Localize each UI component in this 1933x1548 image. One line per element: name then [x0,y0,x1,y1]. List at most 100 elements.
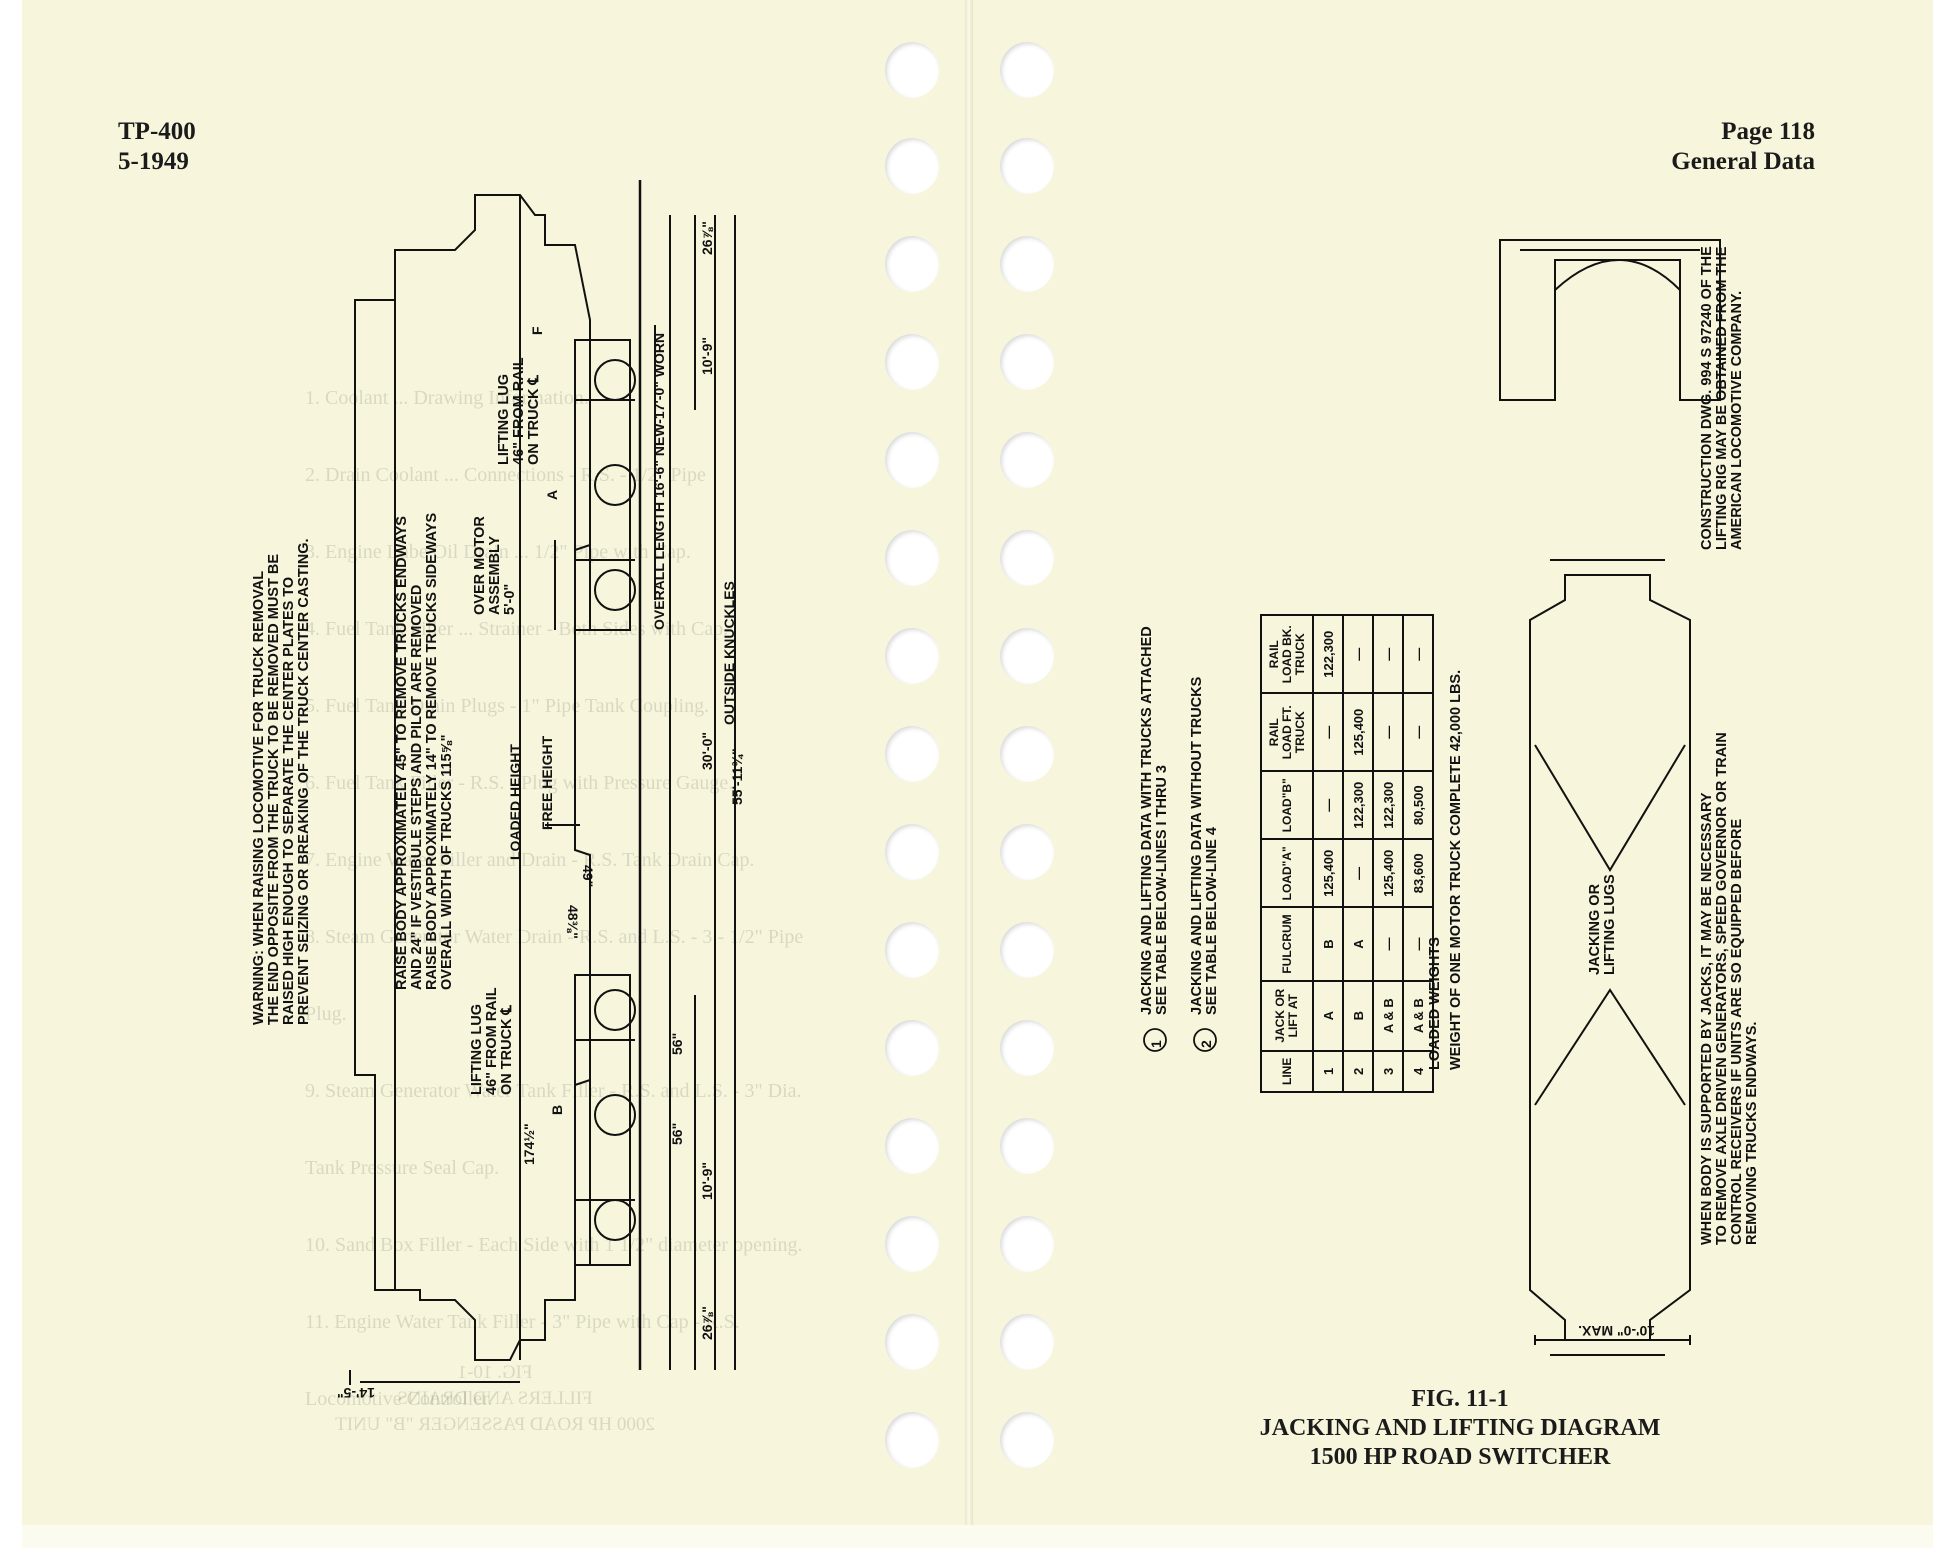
scan-edge [0,0,22,1548]
table-cell: 3 [1373,1050,1403,1092]
motor-assembly-label: OVER MOTOR ASSEMBLY 5'-0" [472,516,518,615]
section-title: General Data [1671,148,1815,175]
raise-body-note: RAISE BODY APPROXIMATELY 45" TO REMOVE T… [394,512,455,990]
table-header: FULCRUM [1261,907,1313,981]
note-2-text: JACKING AND LIFTING DATA WITHOUT TRUCKS … [1189,676,1220,1015]
table-cell: 2 [1343,1050,1373,1092]
table-row: 2 B A — 122,300 125,400 — [1343,615,1373,1092]
construction-drawing-note: CONSTRUCTION DWG. 994 S 97240 OF THE LIF… [1699,246,1745,550]
table-cell: A & B [1373,980,1403,1051]
binder-hole [885,1314,939,1370]
note-2-number: 2 [1198,1040,1214,1048]
dimension-48: 48⅜" [565,905,581,939]
dimension-10-9-bottom: 10'-9" [699,1162,715,1200]
binder-hole [885,1412,939,1468]
table-cell: 122,300 [1343,771,1373,840]
front-marker-f: F [529,326,545,335]
binder-hole [1000,42,1054,98]
binder-hole [885,138,939,194]
table-cell: A [1343,907,1373,981]
note-1-number: 1 [1148,1040,1164,1048]
document-number: TP-400 5-1949 [118,118,196,175]
loaded-height-label: LOADED HEIGHT [507,744,523,860]
table-cell: 125,400 [1373,839,1403,908]
dimension-174: 174½" [521,1123,537,1165]
dimension-49: 49" [580,865,596,888]
dimension-56-a: 56" [669,1032,685,1055]
table-row: 1 A B 125,400 — — 122,300 [1313,615,1343,1092]
locomotive-side-elevation [349,180,736,1385]
binder-hole [1000,922,1054,978]
lift-point-a: A [544,489,560,500]
binder-hole [885,530,939,586]
table-cell: 1 [1313,1050,1343,1092]
table-cell: B [1343,980,1373,1051]
note-1-text: JACKING AND LIFTING DATA WITH TRUCKS ATT… [1139,626,1170,1015]
outside-knuckles-label: OUTSIDE KNUCKLES [721,581,737,725]
table-header: RAIL LOAD FT. TRUCK [1261,693,1313,772]
table-cell: — [1313,771,1343,840]
manual-spread [22,0,1933,1525]
jacking-data-table: LINE JACK OR LIFT AT FULCRUM LOAD"A" LOA… [1260,614,1434,1093]
table-header: RAIL LOAD BK. TRUCK [1261,615,1313,694]
table-cell: 122,300 [1313,615,1343,694]
binder-hole [885,236,939,292]
binder-hole [1000,1216,1054,1272]
jack-support-note: WHEN BODY IS SUPPORTED BY JACKS, IT MAY … [1699,732,1760,1245]
table-header-row: LINE JACK OR LIFT AT FULCRUM LOAD"A" LOA… [1261,615,1313,1092]
figure-subtitle: 1500 HP ROAD SWITCHER [1309,1444,1611,1470]
page-gutter [965,0,973,1525]
dimension-14-5: 14'-5" [337,1385,375,1401]
binder-hole [1000,1314,1054,1370]
figure-number: FIG. 11-1 [1411,1386,1509,1412]
table-header: LOAD"A" [1261,839,1313,908]
binder-hole [1000,432,1054,488]
lifting-lug-label-upper: LIFTING LUG 46" FROM RAIL ON TRUCK ℄ [496,357,542,465]
table-cell: 125,400 [1313,839,1343,908]
document-date: 5-1949 [118,148,189,175]
binder-hole [1000,1020,1054,1076]
binder-hole [1000,1412,1054,1468]
binder-hole [1000,726,1054,782]
lifting-lug-label-lower: LIFTING LUG 46" FROM RAIL ON TRUCK ℄ [469,987,515,1095]
binder-hole [885,432,939,488]
dimension-56-b: 56" [669,1122,685,1145]
table-cell: — [1373,693,1403,772]
binder-hole [885,42,939,98]
binder-hole [885,334,939,390]
binder-hole [1000,1118,1054,1174]
overall-length-dimension: OVERALL LENGTH 16'-6" NEW-17'-0" WORN [651,332,667,630]
note-circles [1143,1028,1217,1052]
binder-hole [1000,236,1054,292]
binder-hole [885,726,939,782]
jacking-lugs-label: JACKING OR LIFTING LUGS [1587,874,1618,975]
binder-hole [885,1118,939,1174]
binder-hole [1000,334,1054,390]
lifting-rig-drawing [1499,239,1721,1356]
table-cell: 122,300 [1373,771,1403,840]
binder-hole [885,628,939,684]
dimension-26-top: 26⅞" [699,221,715,255]
loaded-weights-note: LOADED WEIGHTS WEIGHT OF ONE MOTOR TRUCK… [1427,669,1464,1070]
max-width-dimension: 10'-0" MAX. [1578,1323,1655,1339]
table-cell: A [1313,980,1343,1051]
binder-hole [1000,138,1054,194]
table-cell: 125,400 [1343,693,1373,772]
dimension-26-bottom: 26⅞" [699,1306,715,1340]
binder-hole [1000,628,1054,684]
table-header: LOAD"B" [1261,771,1313,840]
lift-point-b: B [549,1104,565,1115]
binder-hole [885,1216,939,1272]
free-height-label: FREE HEIGHT [539,735,555,830]
dimension-30-ft: 30'-0" [699,732,715,770]
table-cell: — [1313,693,1343,772]
binder-hole [885,1020,939,1076]
table-row: 3 A & B — 125,400 122,300 — — [1373,615,1403,1092]
table-cell: — [1373,615,1403,694]
binder-hole [1000,530,1054,586]
figure-caption: FIG. 11-1 JACKING AND LIFTING DIAGRAM 15… [1200,1385,1720,1472]
table-header: LINE [1261,1050,1313,1092]
table-cell: — [1373,907,1403,981]
binder-hole [885,922,939,978]
